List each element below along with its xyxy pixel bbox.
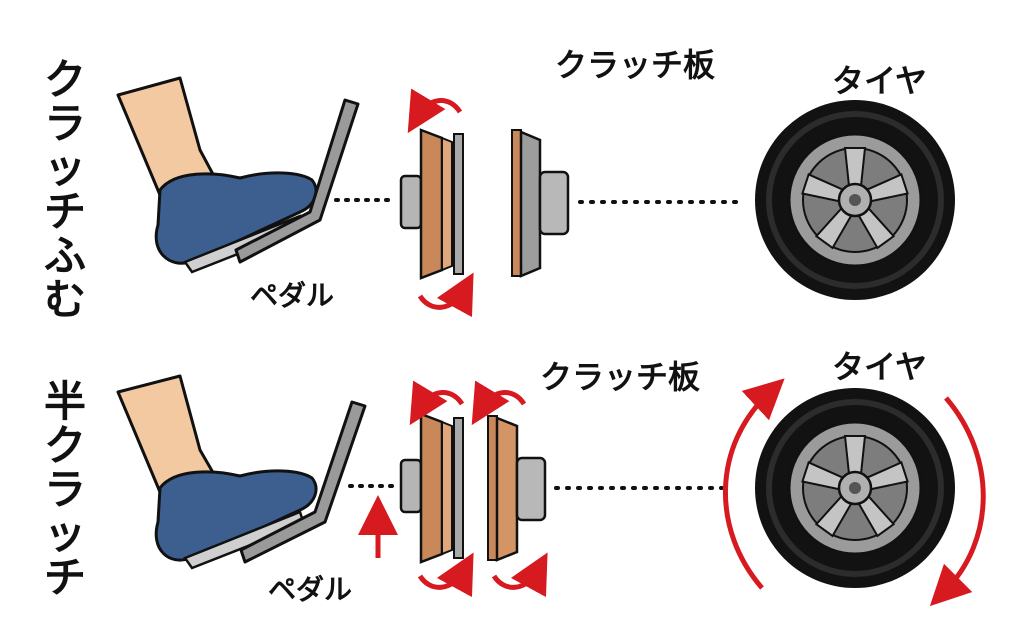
rotation-arrow-icon xyxy=(417,272,474,318)
tire-icon xyxy=(755,388,955,588)
clutch-plate-label-top: クラッチ板 xyxy=(555,46,716,84)
rotation-arrow-icon xyxy=(491,552,548,598)
side-label-top: クラッチふむ xyxy=(43,55,86,324)
rotation-arrow-icon xyxy=(417,552,474,598)
rotation-arrow-icon xyxy=(407,88,463,134)
clutch-plate-label-bottom: クラッチ板 xyxy=(540,358,701,396)
side-label-bottom: 半クラッチ xyxy=(43,377,86,602)
pedal-icon xyxy=(239,400,367,564)
clutch-plate-icon xyxy=(511,129,570,278)
tire-label-bottom: タイヤ xyxy=(832,348,928,386)
rotation-arrow-icon xyxy=(471,380,527,426)
tire-label-top: タイヤ xyxy=(832,62,928,100)
pedal-icon xyxy=(234,98,360,264)
pedal-label-bottom: ペダル xyxy=(268,573,353,606)
clutch-plate-icon xyxy=(487,415,547,562)
clutch-plate-icon xyxy=(399,128,464,280)
panel-bottom xyxy=(116,374,986,607)
rotation-arrow-icon xyxy=(929,396,986,607)
pedal-label-top: ペダル xyxy=(250,279,335,312)
panel-top xyxy=(116,76,955,318)
rotation-arrow-icon xyxy=(723,378,785,590)
tire-icon xyxy=(755,100,955,300)
rotation-arrow-icon xyxy=(409,380,465,426)
clutch-plate-icon xyxy=(399,412,464,564)
foot-icon xyxy=(116,76,318,274)
